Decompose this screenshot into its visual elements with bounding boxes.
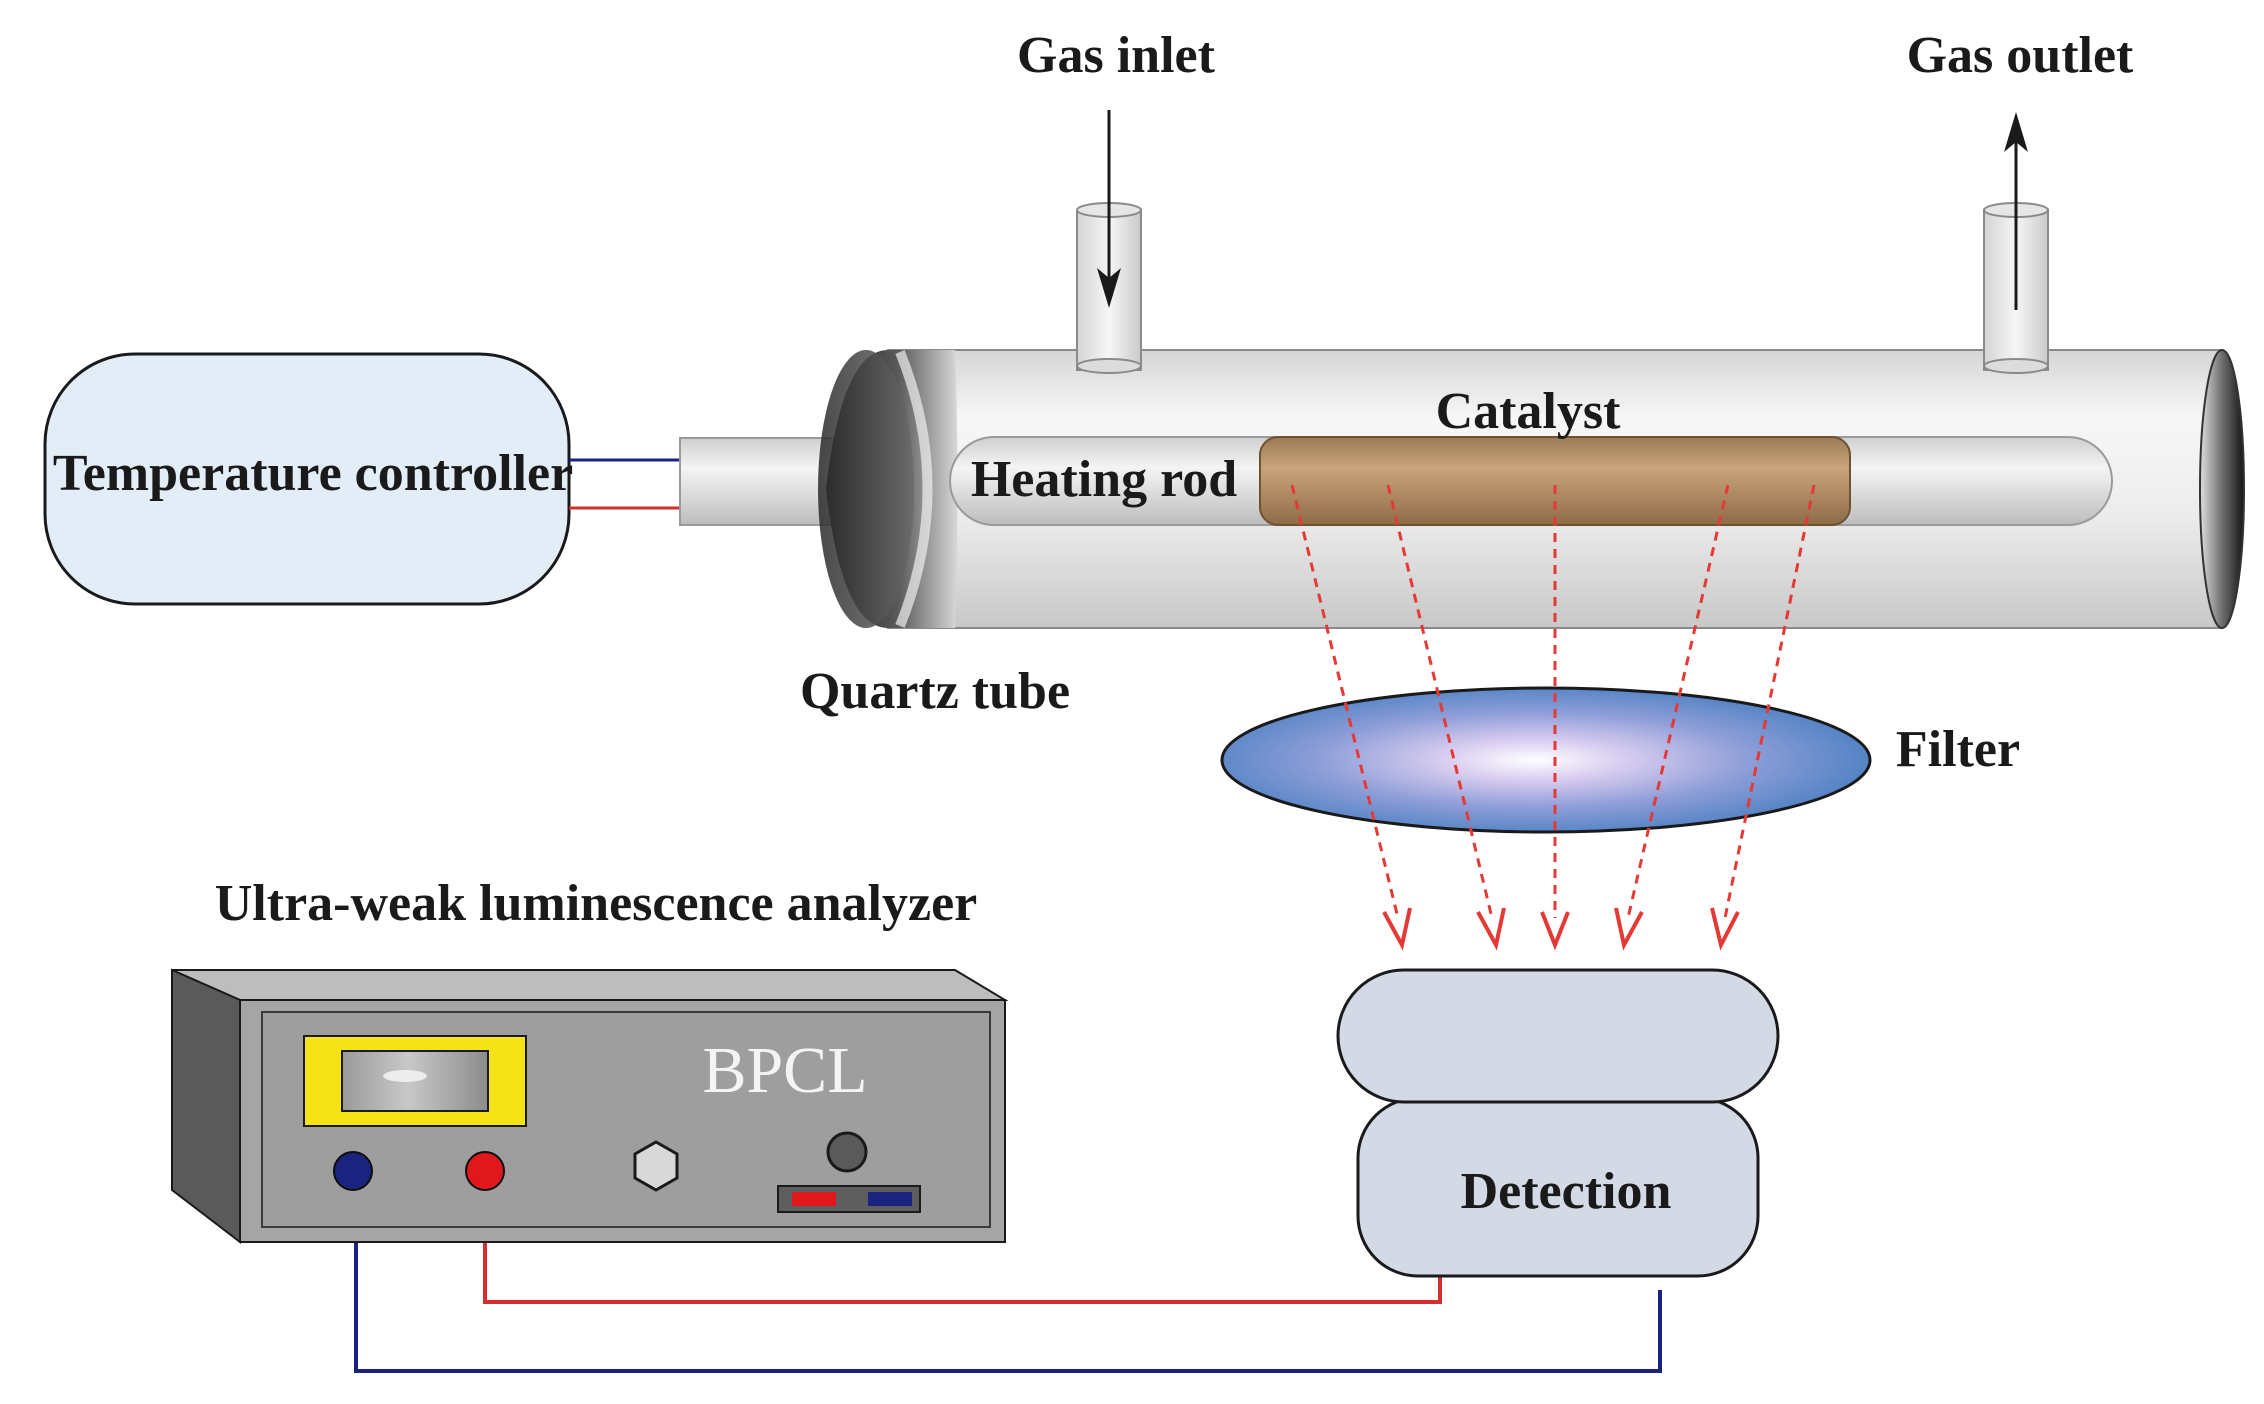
filter-label: Filter bbox=[1896, 721, 2020, 778]
temperature-controller-box bbox=[43, 352, 571, 606]
filter-lens bbox=[1220, 686, 1872, 834]
temperature-controller: Temperature controller bbox=[43, 352, 682, 606]
heating-rod-stub bbox=[679, 437, 839, 526]
quartz-tube-right-end bbox=[2199, 349, 2245, 629]
detection-unit: Detection bbox=[1336, 968, 1780, 1278]
quartz-tube-label: Quartz tube bbox=[800, 663, 1070, 720]
analyzer-brand: BPCL bbox=[702, 1034, 867, 1107]
light-ray-2 bbox=[1386, 484, 1494, 919]
catalyst-block bbox=[1259, 436, 1851, 526]
catalyst-label: Catalyst bbox=[1436, 383, 1622, 440]
switch-red-segment bbox=[792, 1192, 836, 1206]
detector-upper-block bbox=[1336, 968, 1780, 1104]
gas-outlet: Gas outlet bbox=[1907, 27, 2134, 374]
analyzer-side-face bbox=[171, 968, 241, 1245]
detection-label: Detection bbox=[1461, 1163, 1672, 1220]
filter: Filter bbox=[1220, 686, 2020, 834]
gas-outlet-label: Gas outlet bbox=[1907, 27, 2134, 84]
gas-inlet-label: Gas inlet bbox=[1017, 27, 1216, 84]
temperature-controller-label: Temperature controller bbox=[53, 445, 573, 502]
luminescence-analyzer: BPCL bbox=[171, 968, 1009, 1245]
round-knob-icon bbox=[826, 1131, 868, 1173]
light-ray-1 bbox=[1290, 484, 1400, 919]
light-ray-arrowheads bbox=[1382, 907, 1740, 951]
light-rays bbox=[1290, 484, 1816, 919]
blue-terminal-icon bbox=[333, 1151, 373, 1191]
catalyst: Catalyst bbox=[1259, 383, 1851, 526]
light-ray-5 bbox=[1723, 484, 1816, 919]
quartz-tube-cap-rim bbox=[818, 350, 914, 628]
gas-inlet: Gas inlet bbox=[1017, 27, 1216, 374]
blue-wire bbox=[354, 1171, 1662, 1373]
analyzer-top-face bbox=[171, 969, 1009, 1001]
analyzer-title: Ultra-weak luminescence analyzer bbox=[215, 875, 977, 932]
red-terminal-icon bbox=[465, 1151, 505, 1191]
hexagon-knob-icon bbox=[633, 1140, 679, 1192]
switch-blue-segment bbox=[868, 1192, 912, 1206]
heating-rod-label: Heating rod bbox=[971, 451, 1237, 508]
light-ray-4 bbox=[1626, 484, 1730, 919]
